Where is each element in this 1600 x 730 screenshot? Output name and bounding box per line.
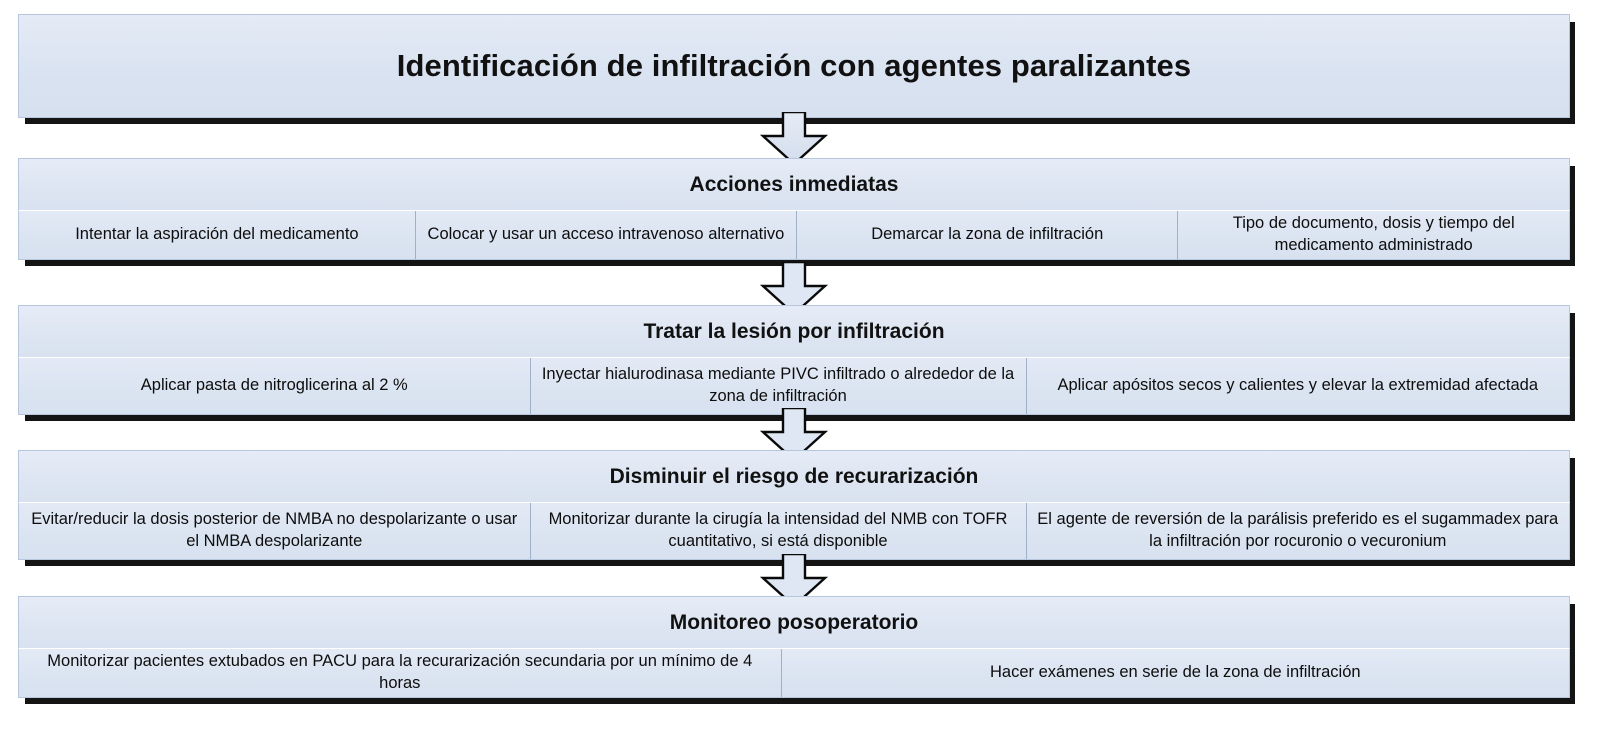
page-title: Identificación de infiltración con agent… xyxy=(396,48,1192,83)
cell-item[interactable]: Aplicar apósitos secos y calientes y ele… xyxy=(1026,358,1569,414)
section-disminuir-riesgo: Disminuir el riesgo de recurarización Ev… xyxy=(18,450,1570,560)
section-header: Acciones inmediatas xyxy=(18,158,1570,210)
section-header-label: Disminuir el riesgo de recurarización xyxy=(609,464,979,488)
cell-label: Evitar/reducir la dosis posterior de NMB… xyxy=(31,510,518,550)
down-arrow-icon xyxy=(755,112,833,166)
cell-label: Tipo de documento, dosis y tiempo del me… xyxy=(1232,214,1515,254)
section-cells: Monitorizar pacientes extubados en PACU … xyxy=(18,648,1570,698)
cell-label: Colocar y usar un acceso intravenoso alt… xyxy=(427,225,785,244)
cell-label: Monitorizar pacientes extubados en PACU … xyxy=(47,652,753,692)
down-arrow-icon xyxy=(755,554,833,608)
cell-item[interactable]: Monitorizar pacientes extubados en PACU … xyxy=(19,649,782,697)
section-tratar-lesion: Tratar la lesión por infiltración Aplica… xyxy=(18,305,1570,415)
cell-item[interactable]: Evitar/reducir la dosis posterior de NMB… xyxy=(19,503,531,559)
cell-item[interactable]: Inyectar hialurodinasa mediante PIVC inf… xyxy=(530,358,1027,414)
section-cells: Aplicar pasta de nitroglicerina al 2 % I… xyxy=(18,357,1570,415)
section-header-label: Tratar la lesión por infiltración xyxy=(643,319,945,343)
section-header: Monitoreo posoperatorio xyxy=(18,596,1570,648)
section-cells: Evitar/reducir la dosis posterior de NMB… xyxy=(18,502,1570,560)
section-header: Tratar la lesión por infiltración xyxy=(18,305,1570,357)
cell-label: El agente de reversión de la parálisis p… xyxy=(1037,510,1559,550)
cell-label: Monitorizar durante la cirugía la intens… xyxy=(548,510,1008,550)
cell-item[interactable]: Colocar y usar un acceso intravenoso alt… xyxy=(415,211,798,259)
cell-label: Inyectar hialurodinasa mediante PIVC inf… xyxy=(541,365,1015,405)
cell-item[interactable]: Demarcar la zona de infiltración xyxy=(797,211,1179,259)
cell-item[interactable]: Intentar la aspiración del medicamento xyxy=(19,211,416,259)
section-cells: Intentar la aspiración del medicamento C… xyxy=(18,210,1570,260)
cell-item[interactable]: El agente de reversión de la parálisis p… xyxy=(1026,503,1569,559)
cell-label: Aplicar pasta de nitroglicerina al 2 % xyxy=(140,376,408,395)
cell-label: Hacer exámenes en serie de la zona de in… xyxy=(990,663,1361,682)
cell-item[interactable]: Monitorizar durante la cirugía la intens… xyxy=(530,503,1027,559)
down-arrow-icon xyxy=(755,262,833,316)
cell-item[interactable]: Aplicar pasta de nitroglicerina al 2 % xyxy=(19,358,531,414)
section-header: Disminuir el riesgo de recurarización xyxy=(18,450,1570,502)
section-header-label: Monitoreo posoperatorio xyxy=(669,610,919,634)
cell-label: Intentar la aspiración del medicamento xyxy=(75,225,359,244)
down-arrow-icon xyxy=(755,408,833,462)
cell-item[interactable]: Hacer exámenes en serie de la zona de in… xyxy=(781,649,1569,697)
section-monitoreo-posoperatorio: Monitoreo posoperatorio Monitorizar paci… xyxy=(18,596,1570,698)
cell-item[interactable]: Tipo de documento, dosis y tiempo del me… xyxy=(1178,211,1569,259)
section-header-label: Acciones inmediatas xyxy=(689,172,899,196)
flowchart-title-box: Identificación de infiltración con agent… xyxy=(18,14,1570,118)
cell-label: Demarcar la zona de infiltración xyxy=(871,225,1104,244)
section-acciones-inmediatas: Acciones inmediatas Intentar la aspiraci… xyxy=(18,158,1570,260)
cell-label: Aplicar apósitos secos y calientes y ele… xyxy=(1057,376,1539,395)
